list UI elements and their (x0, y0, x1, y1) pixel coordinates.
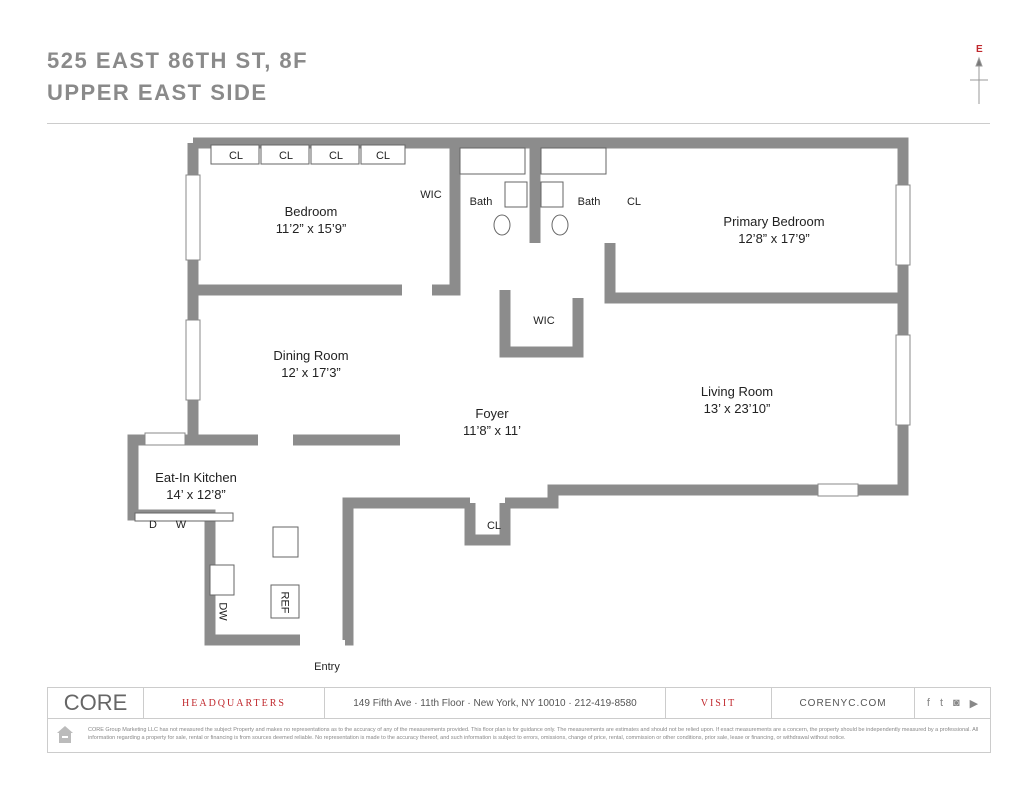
room-dimensions: 12’8” x 17’9” (738, 231, 810, 246)
footer: CORE HEADQUARTERS 149 Fifth Ave · 11th F… (47, 687, 991, 753)
primary-bedroom-label: Primary Bedroom 12’8” x 17’9” (723, 213, 824, 247)
closet-label: CL (278, 150, 294, 162)
core-logo: CORE (48, 688, 144, 718)
room-name: Eat-In Kitchen (155, 470, 237, 485)
equal-housing-icon (57, 726, 73, 743)
room-dimensions: 11’8” x 11’ (462, 423, 522, 438)
room-dimensions: 14’ x 12’8” (166, 487, 226, 502)
dining-room-label: Dining Room 12’ x 17’3” (273, 347, 348, 381)
bath-label: Bath (577, 196, 601, 208)
facebook-icon[interactable]: f (926, 697, 930, 709)
refrigerator-label: REF (278, 591, 291, 614)
disclaimer-text: CORE Group Marketing LLC has not measure… (88, 727, 979, 741)
windows (144, 174, 911, 497)
closet-label: CL (328, 150, 344, 162)
room-name: Dining Room (273, 348, 349, 363)
headquarters-label: HEADQUARTERS (144, 688, 325, 718)
compass-label: E (976, 44, 983, 55)
closet-label: CL (626, 196, 642, 208)
room-name: Bedroom (284, 204, 338, 219)
closet-label: CL (375, 150, 391, 162)
wic-label: WIC (420, 189, 442, 201)
closet-label: CL (228, 150, 244, 162)
room-name: Primary Bedroom (723, 214, 825, 229)
dishwasher-label: DW (216, 602, 229, 621)
foyer-label: Foyer 11’8” x 11’ (463, 405, 521, 439)
instagram-icon[interactable]: ◙ (953, 697, 960, 709)
dryer-label: D (149, 519, 157, 531)
room-dimensions: 13’ x 23’10” (703, 401, 771, 416)
divider (47, 123, 990, 124)
website-link[interactable]: CORENYC.COM (772, 688, 915, 718)
wic-label: WIC (533, 315, 555, 327)
room-dimensions: 12’ x 17’3” (281, 365, 341, 380)
neighborhood: UPPER EAST SIDE (47, 80, 268, 105)
youtube-icon[interactable]: ▶ (969, 697, 979, 710)
room-dimensions: 11’2” x 15’9” (275, 221, 347, 236)
washer-label: W (175, 519, 187, 531)
bath-label: Bath (469, 196, 493, 208)
visit-label: VISIT (666, 688, 772, 718)
room-name: Foyer (475, 406, 509, 421)
kitchen-label: Eat-In Kitchen 14’ x 12’8” (155, 469, 237, 503)
compass-icon (970, 56, 988, 104)
listing-address: 525 EAST 86TH ST, 8F (47, 48, 309, 73)
office-address: 149 Fifth Ave · 11th Floor · New York, N… (325, 688, 666, 718)
bedroom-label: Bedroom 11’2” x 15’9” (276, 203, 347, 237)
twitter-icon[interactable]: t (939, 697, 943, 709)
closet-label: CL (486, 520, 502, 532)
fixtures (134, 144, 607, 619)
living-room-label: Living Room 13’ x 23’10” (701, 383, 773, 417)
entry-label: Entry (314, 661, 340, 673)
room-name: Living Room (700, 384, 774, 399)
